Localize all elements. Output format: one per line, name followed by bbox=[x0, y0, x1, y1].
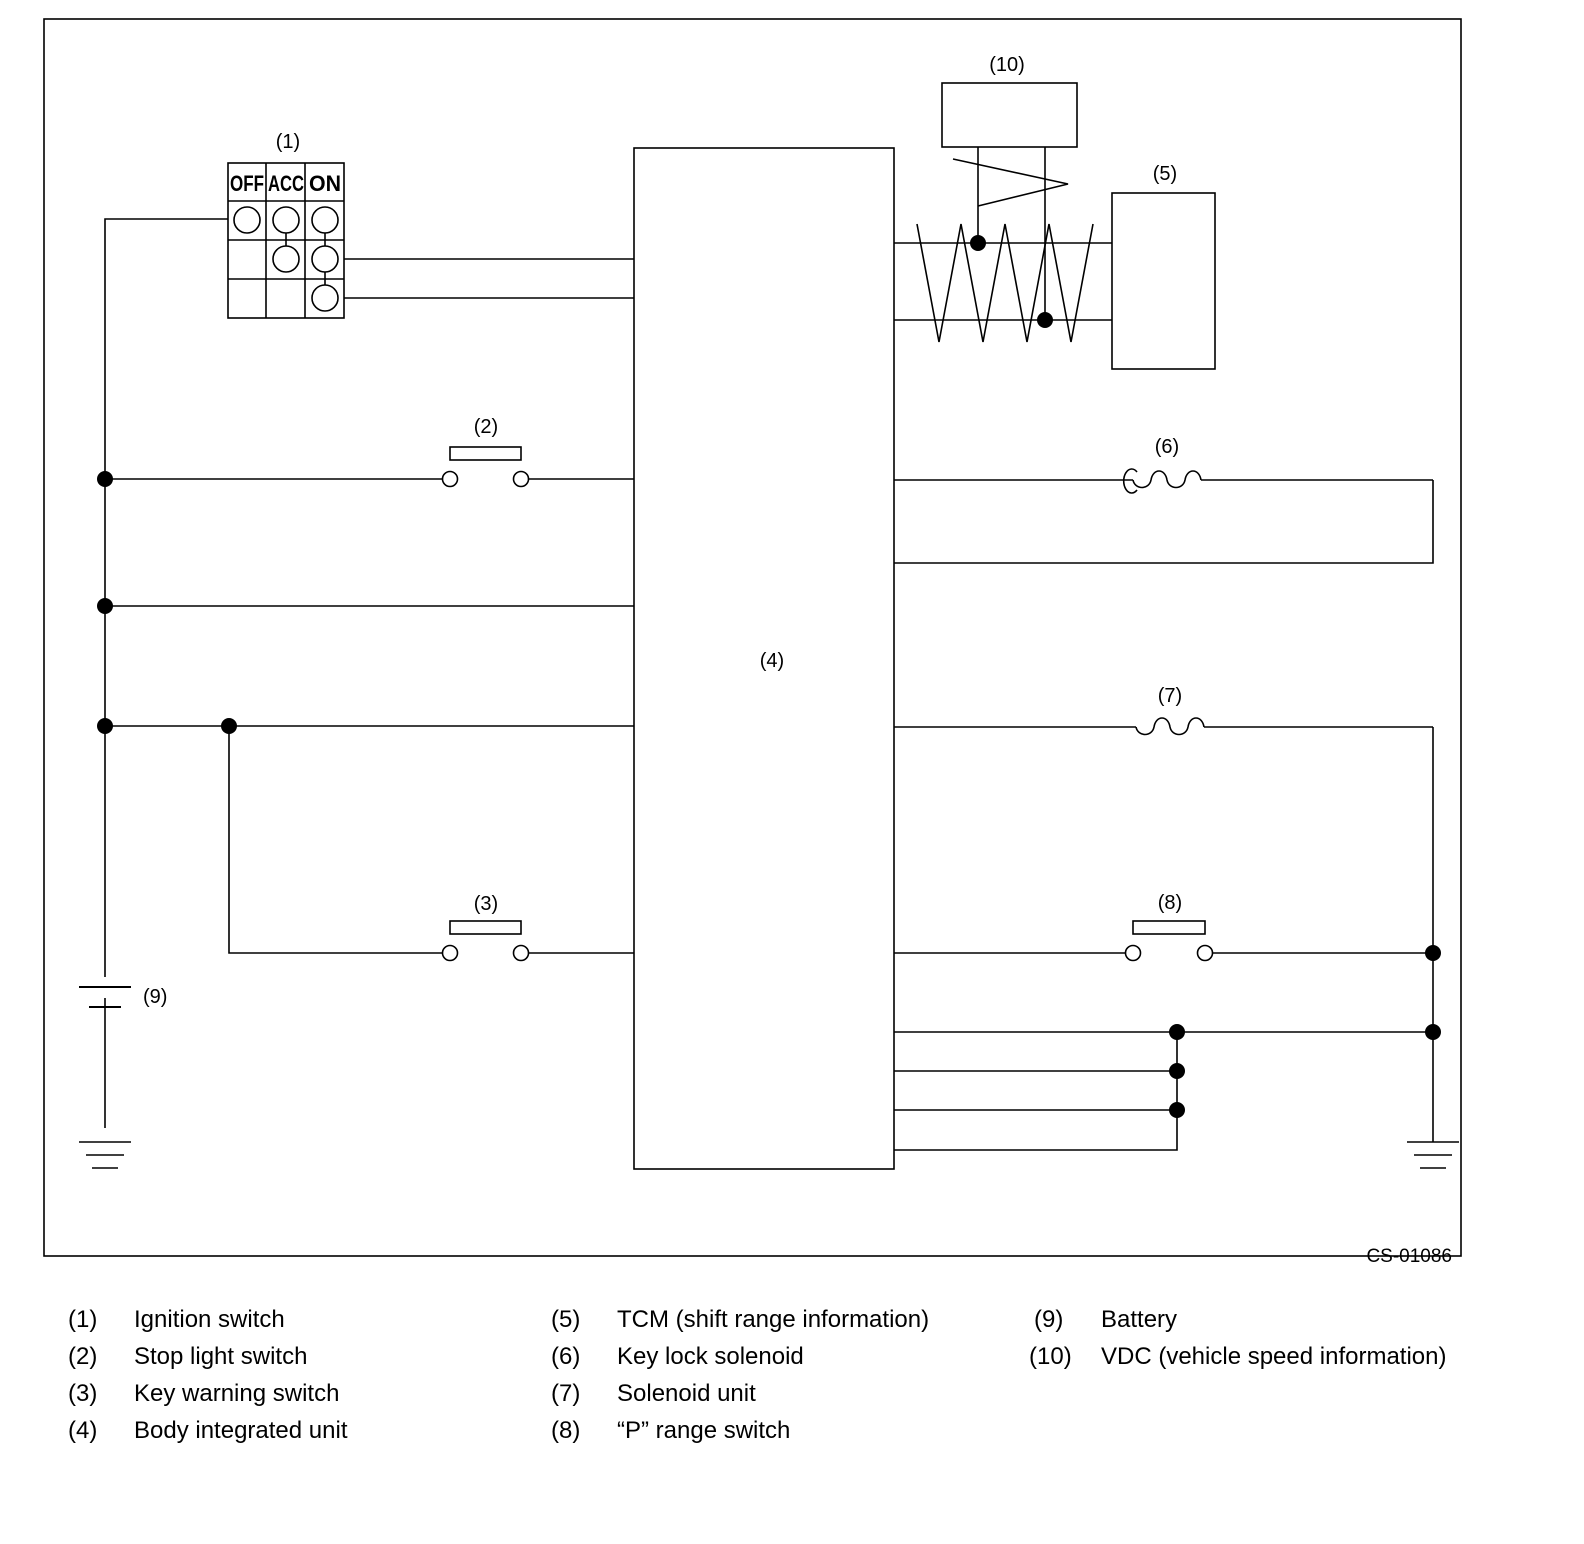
legend-text: TCM (shift range information) bbox=[617, 1306, 930, 1333]
legend-text: Stop light switch bbox=[134, 1343, 308, 1370]
callout-3: (3) bbox=[474, 893, 498, 915]
legend-number: (8) bbox=[551, 1417, 581, 1444]
ground-bus-wires bbox=[894, 1031, 1433, 1151]
key-lock-solenoid bbox=[894, 468, 1434, 564]
callout-10: (10) bbox=[989, 54, 1025, 76]
legend: (1) Ignition switch (2) Stop light switc… bbox=[0, 1280, 1584, 1444]
stop-light-switch bbox=[105, 446, 634, 488]
legend-text: Solenoid unit bbox=[617, 1380, 756, 1407]
legend-number: (1) bbox=[68, 1306, 98, 1333]
key-warning-feed-wire bbox=[105, 725, 634, 954]
ignition-label-off: OFF bbox=[230, 171, 264, 196]
legend-text: “P” range switch bbox=[617, 1417, 791, 1444]
legend-number: (5) bbox=[551, 1306, 581, 1333]
solenoid-unit bbox=[894, 717, 1434, 1142]
legend-number: (7) bbox=[551, 1380, 581, 1407]
junction-dots bbox=[97, 235, 1441, 1118]
callout-7: (7) bbox=[1158, 685, 1182, 707]
legend-text: Battery bbox=[1101, 1306, 1178, 1333]
ground-right bbox=[1407, 1141, 1459, 1169]
ignition-switch bbox=[227, 162, 345, 319]
legend-text: Ignition switch bbox=[134, 1306, 285, 1333]
can-communication-lines bbox=[894, 147, 1112, 343]
wiring-diagram: OFF ACC ON (1) (2) (3) (4) (5) (6) (7) (… bbox=[43, 18, 1462, 1267]
callout-8: (8) bbox=[1158, 892, 1182, 914]
callout-5: (5) bbox=[1153, 163, 1177, 185]
vdc-box bbox=[941, 82, 1078, 148]
callout-9: (9) bbox=[143, 986, 167, 1008]
legend-text: VDC (vehicle speed information) bbox=[1101, 1343, 1447, 1370]
legend-text: Key warning switch bbox=[134, 1380, 340, 1407]
legend-number: (2) bbox=[68, 1343, 98, 1370]
ground-left bbox=[79, 1141, 131, 1169]
tcm-box bbox=[1111, 192, 1216, 370]
callout-6: (6) bbox=[1155, 436, 1179, 458]
callout-1: (1) bbox=[276, 131, 300, 153]
legend-number: (3) bbox=[68, 1380, 98, 1407]
ignition-label-acc: ACC bbox=[268, 171, 304, 196]
legend-number: (6) bbox=[551, 1343, 581, 1370]
callout-2: (2) bbox=[474, 416, 498, 438]
legend-number: (4) bbox=[68, 1417, 98, 1444]
battery bbox=[79, 986, 131, 1008]
legend-number: (9) bbox=[1034, 1306, 1064, 1333]
callout-4: (4) bbox=[760, 650, 784, 672]
legend-number: (10) bbox=[1029, 1343, 1072, 1370]
legend-text: Body integrated unit bbox=[134, 1417, 348, 1444]
ignition-output-wires bbox=[344, 258, 634, 299]
p-range-switch bbox=[894, 920, 1433, 962]
legend-text: Key lock solenoid bbox=[617, 1343, 804, 1370]
diagram-frame bbox=[43, 18, 1462, 1257]
key-warning-switch bbox=[441, 920, 634, 962]
body-integrated-unit bbox=[633, 147, 895, 1170]
figure-code: CS-01086 bbox=[1366, 1246, 1452, 1267]
ignition-label-on: ON bbox=[309, 171, 341, 196]
